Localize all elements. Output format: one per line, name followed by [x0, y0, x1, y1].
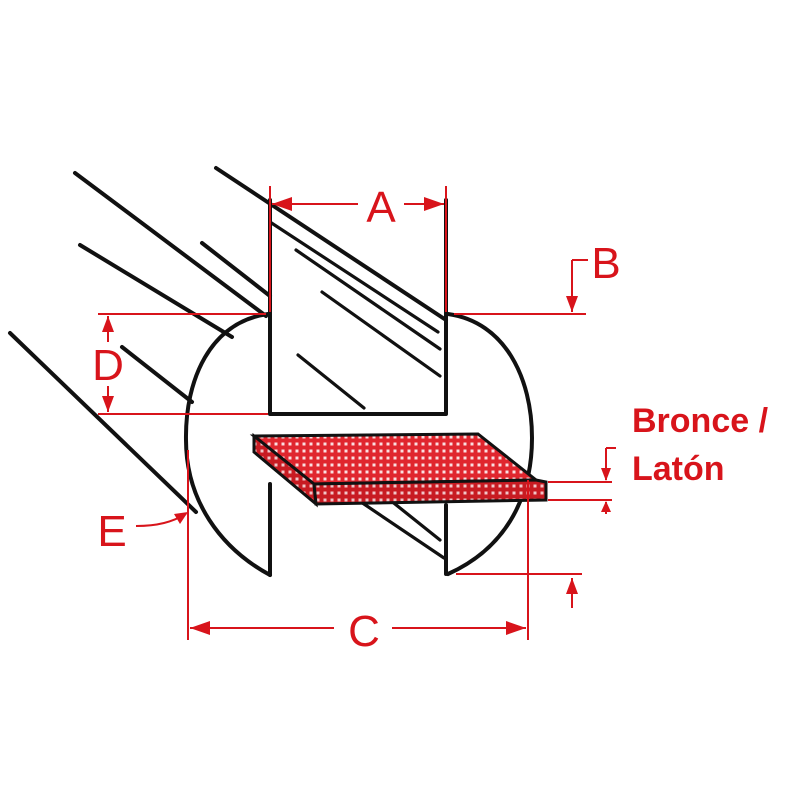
seal-profile	[183, 198, 534, 577]
material-label-line2: Latón	[632, 450, 725, 488]
dimension-b: B	[454, 239, 621, 608]
dimension-c-label: C	[348, 607, 380, 656]
dimension-a: A	[269, 183, 447, 312]
dimension-insert-thickness	[548, 447, 616, 514]
dimension-e-label: E	[97, 507, 126, 556]
material-label: Bronce / Latón	[632, 402, 769, 488]
dimension-c: C	[187, 450, 529, 656]
extrusion-lines	[8, 166, 448, 560]
dimension-b-label: B	[591, 239, 620, 288]
metal-insert	[249, 432, 548, 508]
dimension-a-label: A	[366, 183, 396, 232]
dimension-d: D	[92, 313, 268, 415]
dimension-e: E	[97, 507, 188, 556]
material-label-line1: Bronce /	[632, 402, 769, 440]
dimension-d-label: D	[92, 341, 124, 390]
